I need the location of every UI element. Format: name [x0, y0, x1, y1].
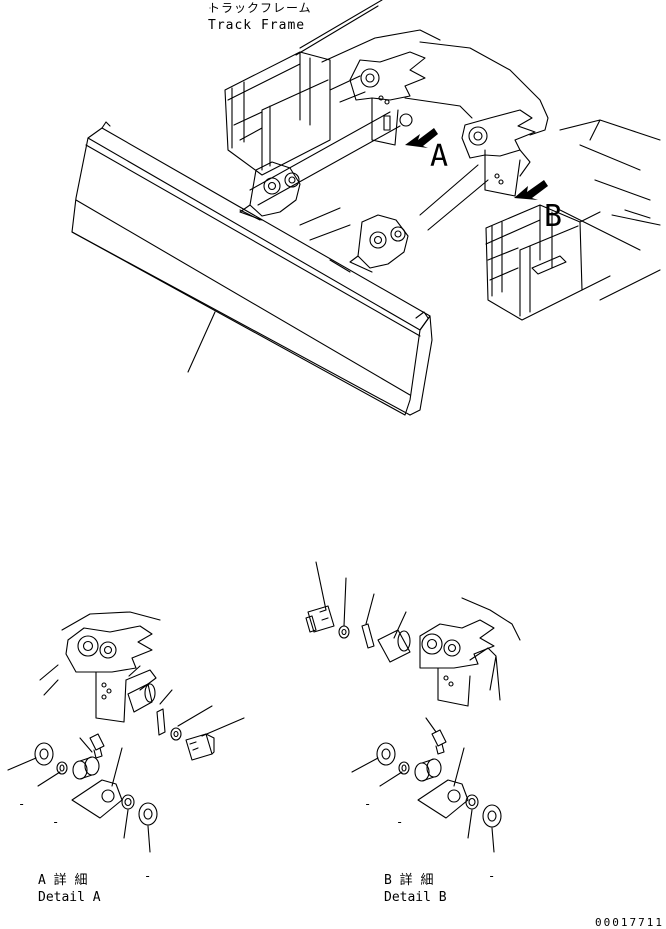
track-frame-label-jp: トラックフレーム: [208, 1, 312, 15]
detail-b-label-en: Detail B: [384, 890, 447, 905]
detail-b-bushing: [414, 758, 442, 782]
detail-b-washer-small: [338, 625, 350, 639]
detail-b-lockplate: [361, 623, 375, 649]
lift-frame-arms: [249, 111, 489, 241]
detail-a-label-jp: A 詳 細: [38, 872, 87, 888]
detail-b-dash: -: [488, 869, 495, 883]
frame-body-outline: [329, 41, 661, 301]
detail-a-leaders: [7, 665, 245, 853]
trunnion-bracket-left: [349, 51, 473, 146]
detail-b-washers: [376, 742, 502, 828]
blade-bracket-right: [349, 214, 409, 273]
leader-dash-b-left: -: [364, 797, 371, 811]
detail-b-bolt: [305, 605, 335, 633]
track-frame-left: [224, 0, 441, 176]
track-frame-label-en: Track Frame: [208, 18, 305, 33]
callout-a: A: [430, 139, 448, 174]
detail-b-grease-fitting: [431, 729, 447, 755]
detail-a-cap: [71, 779, 123, 819]
detail-a-grease-fitting: [89, 733, 105, 759]
drawing-number: 00017711: [595, 916, 664, 929]
detail-b-bracket: [419, 597, 521, 707]
track-frame-right: [485, 204, 611, 321]
detail-a-lockplate: [156, 708, 166, 736]
callout-b: B: [544, 199, 562, 234]
trunnion-bracket-right: [461, 109, 536, 197]
detail-a-bolt: [185, 733, 215, 761]
detail-b-leaders: [315, 561, 495, 853]
arrow-b: [514, 180, 548, 200]
dozer-blade: [71, 121, 433, 416]
leader-lines-top: [187, 7, 216, 373]
detail-a-dash: -: [144, 869, 151, 883]
detail-a-pin: [127, 683, 156, 713]
leader-dash-a-left: -: [18, 797, 25, 811]
leader-dash-b-bottom: -: [396, 815, 403, 829]
blade-bracket-left: [239, 161, 301, 221]
arrow-a: [405, 128, 438, 148]
detail-b-cap: [417, 779, 469, 819]
detail-a-washer-small: [170, 727, 182, 741]
detail-a-washers: [34, 742, 158, 826]
leader-dash-a-bottom: -: [52, 815, 59, 829]
detail-a-bushing: [72, 756, 100, 780]
detail-b-pin: [377, 629, 411, 663]
detail-a-label-en: Detail A: [38, 890, 101, 905]
detail-a-bracket: [39, 611, 161, 723]
detail-b-label-jp: B 詳 細: [384, 872, 433, 888]
